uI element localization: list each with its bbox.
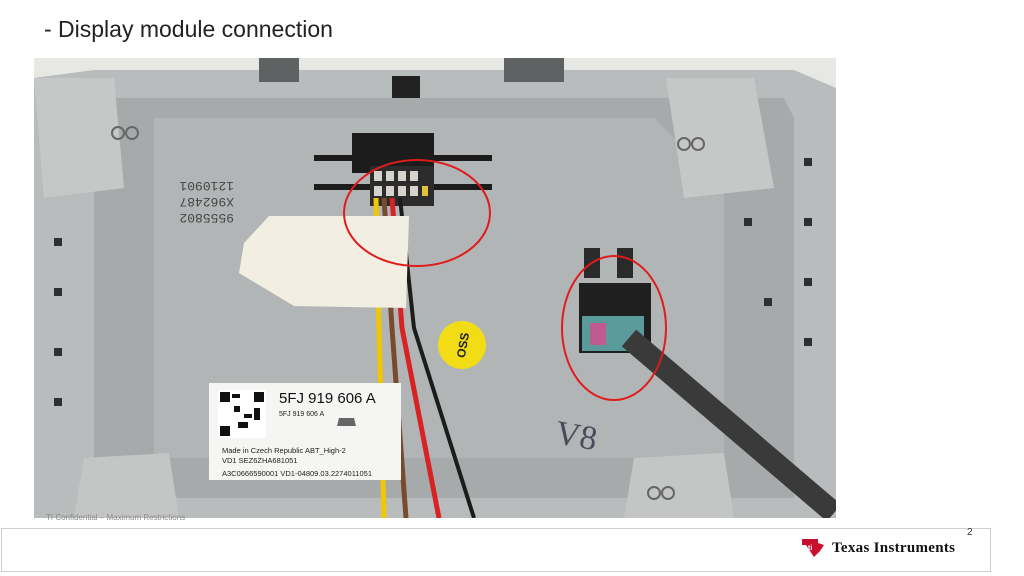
marker-text: V8 <box>553 414 600 458</box>
sticker-text: OSS <box>454 331 472 358</box>
label-serial: VD1 SEZ6ZHA681051 <box>222 456 297 465</box>
ti-logo-icon: ti <box>802 539 824 557</box>
ti-logo: ti Texas Instruments <box>800 537 955 559</box>
display-module-photo: OSS V8 X962487 1210901 9555802 5FJ 919 6… <box>34 58 836 518</box>
label-code: A3C0666590001 VD1-04809.03.2274011051 <box>222 469 372 478</box>
mirrored-text-1: X962487 <box>179 194 234 209</box>
page-number: 2 <box>967 527 973 538</box>
label-origin: Made in Czech Republic ABT_High-2 <box>222 446 346 455</box>
confidential-note: TI Confidential – Maximum Restrictions <box>46 513 186 522</box>
label-part-number: 5FJ 919 606 A <box>279 390 376 407</box>
svg-text:ti: ti <box>808 545 812 552</box>
mirrored-text-2: 1210901 <box>179 178 234 193</box>
ti-wordmark: Texas Instruments <box>832 539 956 556</box>
label-part-number-small: 5FJ 919 606 A <box>279 411 324 418</box>
mirrored-text-3: 9555802 <box>179 210 234 225</box>
page-title: - Display module connection <box>44 16 333 42</box>
footer-bar <box>1 528 991 572</box>
